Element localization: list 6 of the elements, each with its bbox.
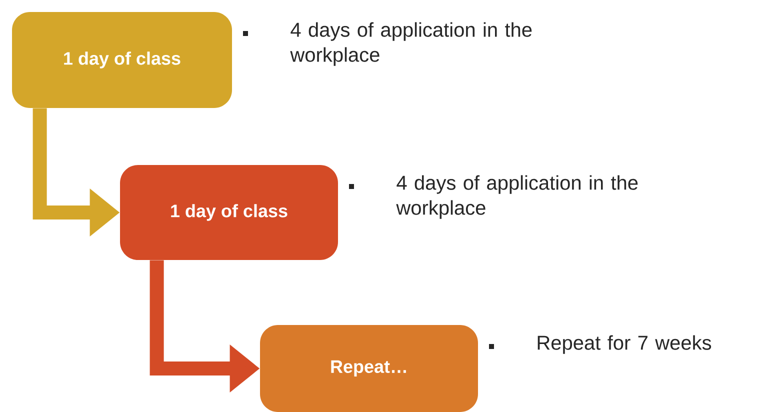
process-box: 1 day of class [12,12,232,108]
process-box: 1 day of class [120,165,338,260]
description-text: 4 days of application in the workplace [396,175,638,219]
description-text: Repeat for 7 weeks [538,335,712,354]
description-text: 4 days of application in the workplace [290,22,532,66]
process-box: Repeat… [260,325,478,412]
